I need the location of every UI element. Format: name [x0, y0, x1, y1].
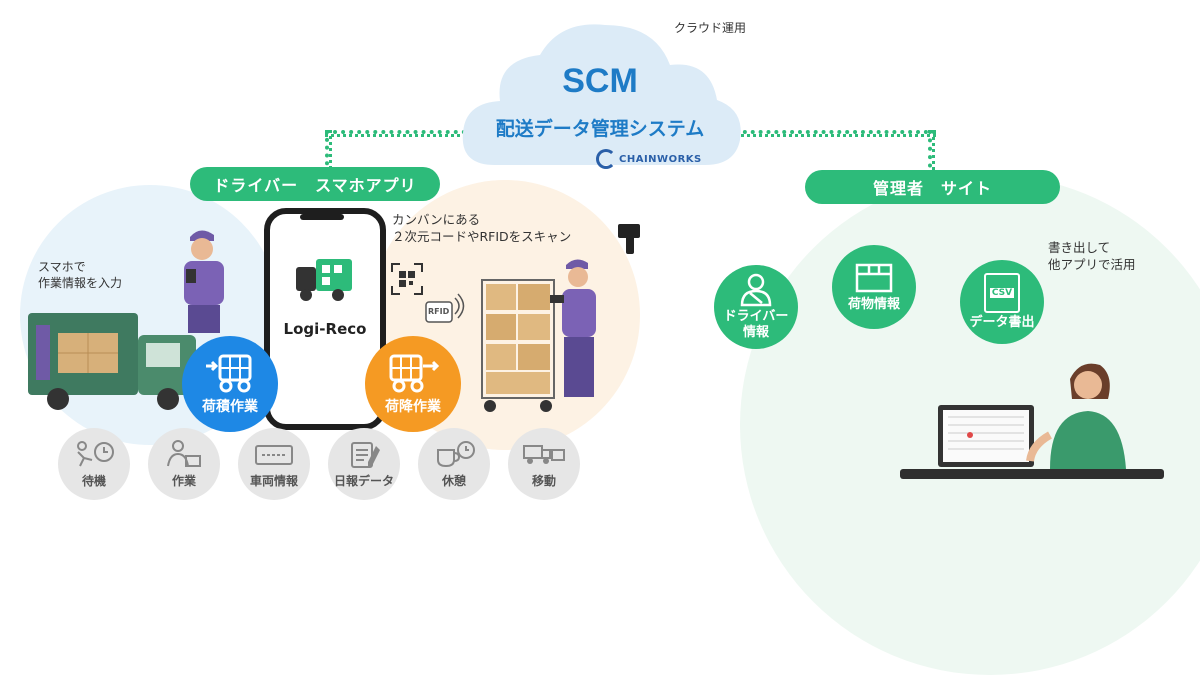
app-name: Logi-Reco [283, 320, 367, 338]
left-connector-horizontal [325, 130, 466, 137]
status-break: 休憩 [418, 428, 490, 500]
admin-driver-info-label: ドライバー 情報 [723, 309, 789, 340]
unloading-label: 荷降作業 [385, 399, 441, 415]
moving-truck-icon [523, 444, 565, 464]
driver-app-label: ドライバー スマホアプリ [190, 167, 440, 201]
admin-driver-info: ドライバー 情報 [714, 265, 798, 349]
admin-data-export: CSV データ書出 [960, 260, 1044, 344]
daily-report-icon [351, 441, 380, 468]
csv-file-icon: CSV [984, 273, 1020, 314]
phone-notch [300, 214, 344, 220]
rfid-icon [425, 293, 465, 323]
cloud-caption: クラウド運用 [674, 21, 747, 35]
loading-truck-icon [206, 354, 252, 393]
chainworks-logo: CHAINWORKS [596, 149, 702, 169]
admin-laptop-illustration [900, 363, 1164, 479]
cargo-cart-illustration [481, 279, 555, 412]
status-vehicle-info: 車両情報 [238, 428, 310, 500]
rfid-text: RFID [428, 307, 450, 316]
cloud-title: SCM [562, 62, 638, 100]
cloud-subtitle: 配送データ管理システム [495, 118, 705, 140]
unloading-work-circle: 荷降作業 [365, 336, 461, 432]
scanning-worker-illustration [550, 259, 596, 397]
qr-code-icon [391, 263, 423, 295]
admin-cargo-info: 荷物情報 [832, 245, 916, 329]
export-note: 書き出して 他アプリで活用 [1048, 240, 1136, 272]
loading-work-circle: 荷積作業 [182, 336, 278, 432]
app-truck-icon [296, 259, 352, 301]
unloading-truck-icon [389, 354, 440, 393]
worker-with-phone-illustration [184, 230, 224, 333]
status-break-label: 休憩 [441, 473, 466, 488]
csv-text: CSV [989, 288, 1015, 299]
cargo-box-icon [855, 263, 893, 293]
status-vehicle-info-label: 車両情報 [249, 473, 298, 488]
cloud-shape [462, 24, 741, 165]
admin-site-label: 管理者 サイト [805, 170, 1060, 204]
loading-label: 荷積作業 [202, 399, 258, 415]
handheld-scanner-icon [618, 224, 640, 254]
status-moving: 移動 [508, 428, 580, 500]
rfid-tag: RFID [425, 292, 467, 324]
chainworks-logo-text: CHAINWORKS [619, 153, 702, 165]
admin-cargo-info-label: 荷物情報 [847, 297, 900, 313]
working-icon [167, 439, 201, 467]
status-daily-report-label: 日報データ [333, 473, 394, 488]
status-moving-label: 移動 [531, 473, 556, 488]
scan-note: カンバンにある ２次元コードやRFIDをスキャン [392, 212, 572, 244]
status-daily-report: 日報データ [328, 428, 400, 500]
status-working-label: 作業 [171, 473, 196, 488]
admin-data-export-label: データ書出 [969, 315, 1035, 331]
left-note: スマホで 作業情報を入力 [38, 260, 123, 291]
status-waiting: 待機 [58, 428, 130, 500]
truck-illustration [28, 313, 196, 410]
status-waiting-label: 待機 [81, 473, 106, 488]
right-connector-horizontal [735, 130, 936, 137]
driver-info-icon [740, 274, 772, 307]
break-coffee-icon [437, 440, 475, 467]
chainworks-mark-icon [596, 149, 616, 169]
status-working: 作業 [148, 428, 220, 500]
waiting-icon [77, 440, 114, 466]
vehicle-info-icon [255, 444, 293, 465]
